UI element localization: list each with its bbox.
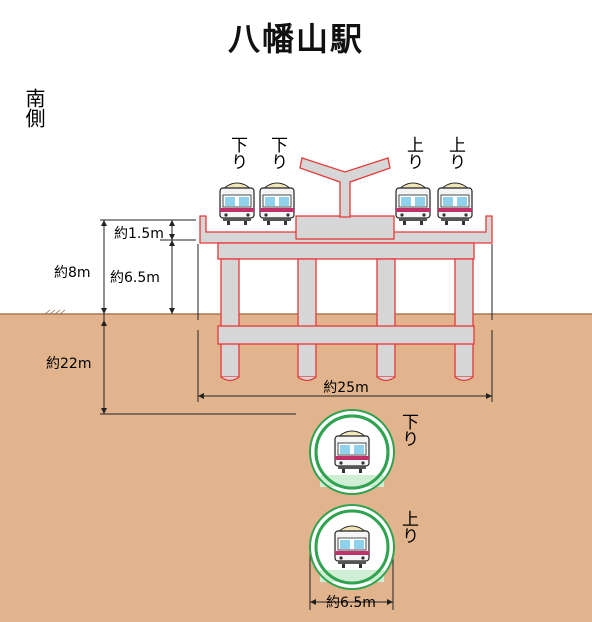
ground-hatch-icon bbox=[44, 309, 66, 315]
elevated-train-4 bbox=[437, 182, 473, 226]
side-label-north: 北側 bbox=[590, 88, 592, 128]
dim-label-elevated-total: 約8m bbox=[54, 265, 91, 281]
ground-area bbox=[0, 314, 592, 622]
elevated-structure bbox=[199, 215, 493, 378]
dim-label-girder-depth: 約1.5m bbox=[114, 226, 164, 242]
dim-label-underground-depth: 約22m bbox=[46, 356, 91, 372]
track-label-elevated-2: 下り bbox=[267, 136, 288, 170]
track-label-elevated-1: 下り bbox=[227, 136, 248, 170]
tunnel-train-lower bbox=[334, 525, 370, 569]
elevated-train-2 bbox=[259, 182, 295, 226]
tunnel-train-upper bbox=[334, 430, 370, 474]
track-label-tunnel-lower: 上り bbox=[398, 510, 419, 544]
dim-label-column-height: 約6.5m bbox=[110, 270, 160, 286]
dim-label-tunnel-diameter: 約6.5m bbox=[326, 595, 376, 611]
dimension-arrowheads bbox=[101, 220, 492, 605]
elevated-train-3 bbox=[395, 182, 431, 226]
track-label-tunnel-upper: 下り bbox=[398, 413, 419, 447]
elevated-train-1 bbox=[219, 182, 255, 226]
pile-tips bbox=[220, 376, 474, 382]
catenary-mast bbox=[299, 157, 391, 218]
track-label-elevated-4: 上り bbox=[445, 136, 466, 170]
station-title: 八幡山駅 bbox=[227, 20, 364, 58]
dimension-lines bbox=[100, 219, 493, 610]
side-label-south: 南側 bbox=[22, 88, 46, 128]
track-label-elevated-3: 上り bbox=[403, 136, 424, 170]
dim-label-structure-width: 約25m bbox=[323, 380, 368, 396]
